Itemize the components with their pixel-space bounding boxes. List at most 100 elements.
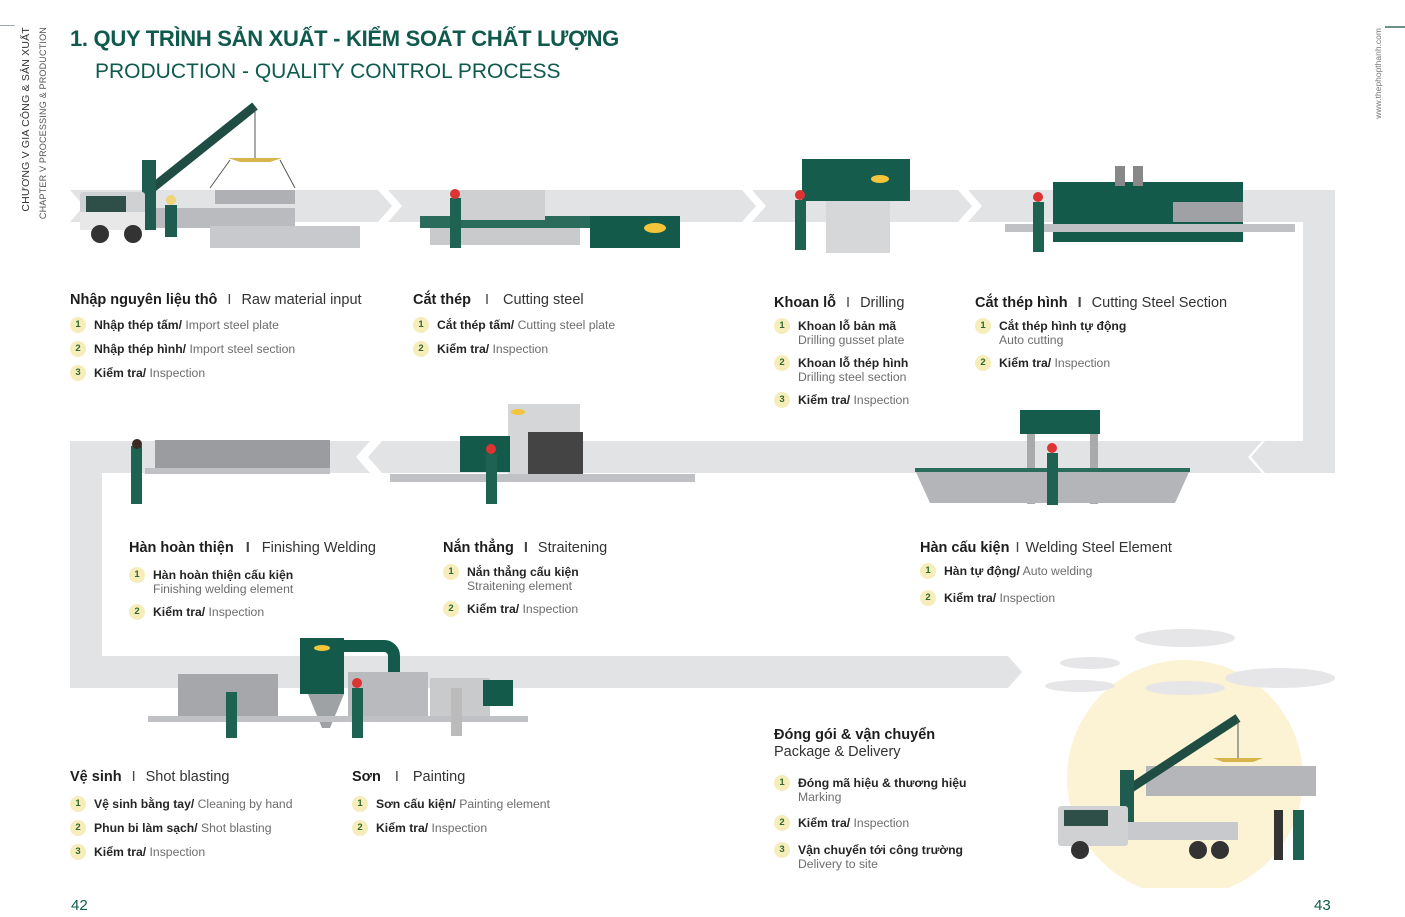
step-title-en: Raw material input [241, 292, 362, 308]
item-vn: Sơn cấu kiện/ [376, 797, 456, 811]
number-badge: 3 [70, 844, 86, 860]
number-badge: 2 [774, 355, 790, 371]
illustration-cutting-machine [420, 189, 680, 248]
number-badge: 1 [70, 796, 86, 812]
illustration-crane-truck [80, 102, 360, 248]
step-title-vn: Khoan lỗ [774, 295, 837, 311]
step-title-vn: Cắt thép hình [975, 295, 1068, 311]
item-vn: Kiểm tra/ [376, 821, 429, 835]
number-badge: 1 [774, 775, 790, 791]
step-title-en: Cutting Steel Section [1091, 295, 1228, 311]
step-title-en: Package & Delivery [774, 744, 901, 760]
item-en: Auto cutting [999, 333, 1064, 347]
number-badge: 2 [443, 601, 459, 617]
page-number-right: 43 [1314, 897, 1331, 914]
item-en: Inspection [853, 393, 910, 407]
item-vn: Kiểm tra/ [999, 356, 1052, 370]
item-vn: Vận chuyển tới công trường [798, 843, 963, 857]
step-title-vn: Vệ sinh [70, 769, 122, 785]
title-separator: I [131, 769, 136, 785]
item-en: Inspection [149, 366, 206, 380]
step-title-vn: Hàn hoàn thiện [129, 540, 234, 556]
item-en: Import steel plate [185, 318, 279, 332]
step-shot-blasting: Vệ sinh I Shot blasting 1 Vệ sinh bằng tay/… [70, 769, 293, 869]
item-en: Auto welding [1022, 564, 1093, 578]
list-item: 3 Kiểm tra/ Inspection [774, 392, 910, 408]
step-title-vn: Nhập nguyên liệu thô [70, 292, 218, 308]
item-vn: Kiểm tra/ [798, 393, 851, 407]
page-title-vn: 1. QUY TRÌNH SẢN XUẤT - KIỂM SOÁT CHẤT L… [70, 26, 619, 51]
item-vn: Kiểm tra/ [467, 602, 520, 616]
title-separator: I [485, 292, 490, 308]
side-rule [0, 25, 15, 26]
number-badge: 3 [774, 392, 790, 408]
step-title-en: Shot blasting [145, 769, 230, 785]
title-separator: I [227, 292, 232, 308]
step-title-vn: Đóng gói & vận chuyển [774, 727, 936, 743]
step-title-en: Cutting steel [503, 292, 584, 308]
item-en: Inspection [1054, 356, 1111, 370]
step-title-vn: Nắn thẳng [443, 540, 514, 556]
illustration-delivery-truck [1058, 714, 1316, 860]
number-badge: 1 [70, 317, 86, 333]
list-item: 2 Kiểm tra/ Inspection [443, 601, 607, 617]
item-vn: Kiểm tra/ [437, 342, 490, 356]
item-en: Inspection [522, 602, 579, 616]
item-en: Drilling gusset plate [798, 333, 905, 347]
step-title-en: Drilling [860, 295, 905, 311]
item-vn: Cắt thép tấm/ [437, 318, 515, 332]
flow-left-vertical [70, 441, 102, 686]
title-separator: I [394, 769, 399, 785]
flow-arrow-5 [1251, 441, 1335, 473]
step-title-en: Painting [412, 769, 466, 785]
illustration-drilling-machine [795, 159, 910, 253]
item-en: Inspection [208, 605, 265, 619]
item-vn: Vệ sinh bằng tay/ [94, 797, 195, 811]
item-vn: Đóng mã hiệu & thương hiệu [798, 776, 967, 790]
item-vn: Nhập thép tấm/ [94, 318, 183, 332]
flow-right-vertical [1303, 190, 1335, 473]
step-title-en: Straitening [537, 540, 608, 556]
step-title-vn: Hàn cấu kiện [920, 540, 1010, 556]
item-vn: Khoan lỗ bản mã [798, 319, 897, 333]
list-item: 1 Nhập thép tấm/ Import steel plate [70, 317, 362, 333]
item-vn: Kiểm tra/ [798, 816, 851, 830]
item-vn: Hàn hoàn thiện cấu kiện [153, 568, 294, 582]
title-separator: I [245, 540, 250, 556]
item-en: Drilling steel section [798, 370, 907, 384]
item-en: Inspection [431, 821, 488, 835]
page-title-en: PRODUCTION - QUALITY CONTROL PROCESS [95, 60, 561, 83]
side-rule-right [1385, 26, 1405, 28]
number-badge: 1 [920, 563, 936, 579]
number-badge: 2 [352, 820, 368, 836]
item-en: Import steel section [189, 342, 296, 356]
title-separator: I [846, 295, 851, 311]
number-badge: 3 [70, 365, 86, 381]
illustration-section-cutting [1005, 166, 1295, 252]
item-en: Straitening element [467, 579, 573, 593]
number-badge: 3 [774, 842, 790, 858]
title-separator: I [523, 540, 528, 556]
item-en: Delivery to site [798, 857, 878, 871]
